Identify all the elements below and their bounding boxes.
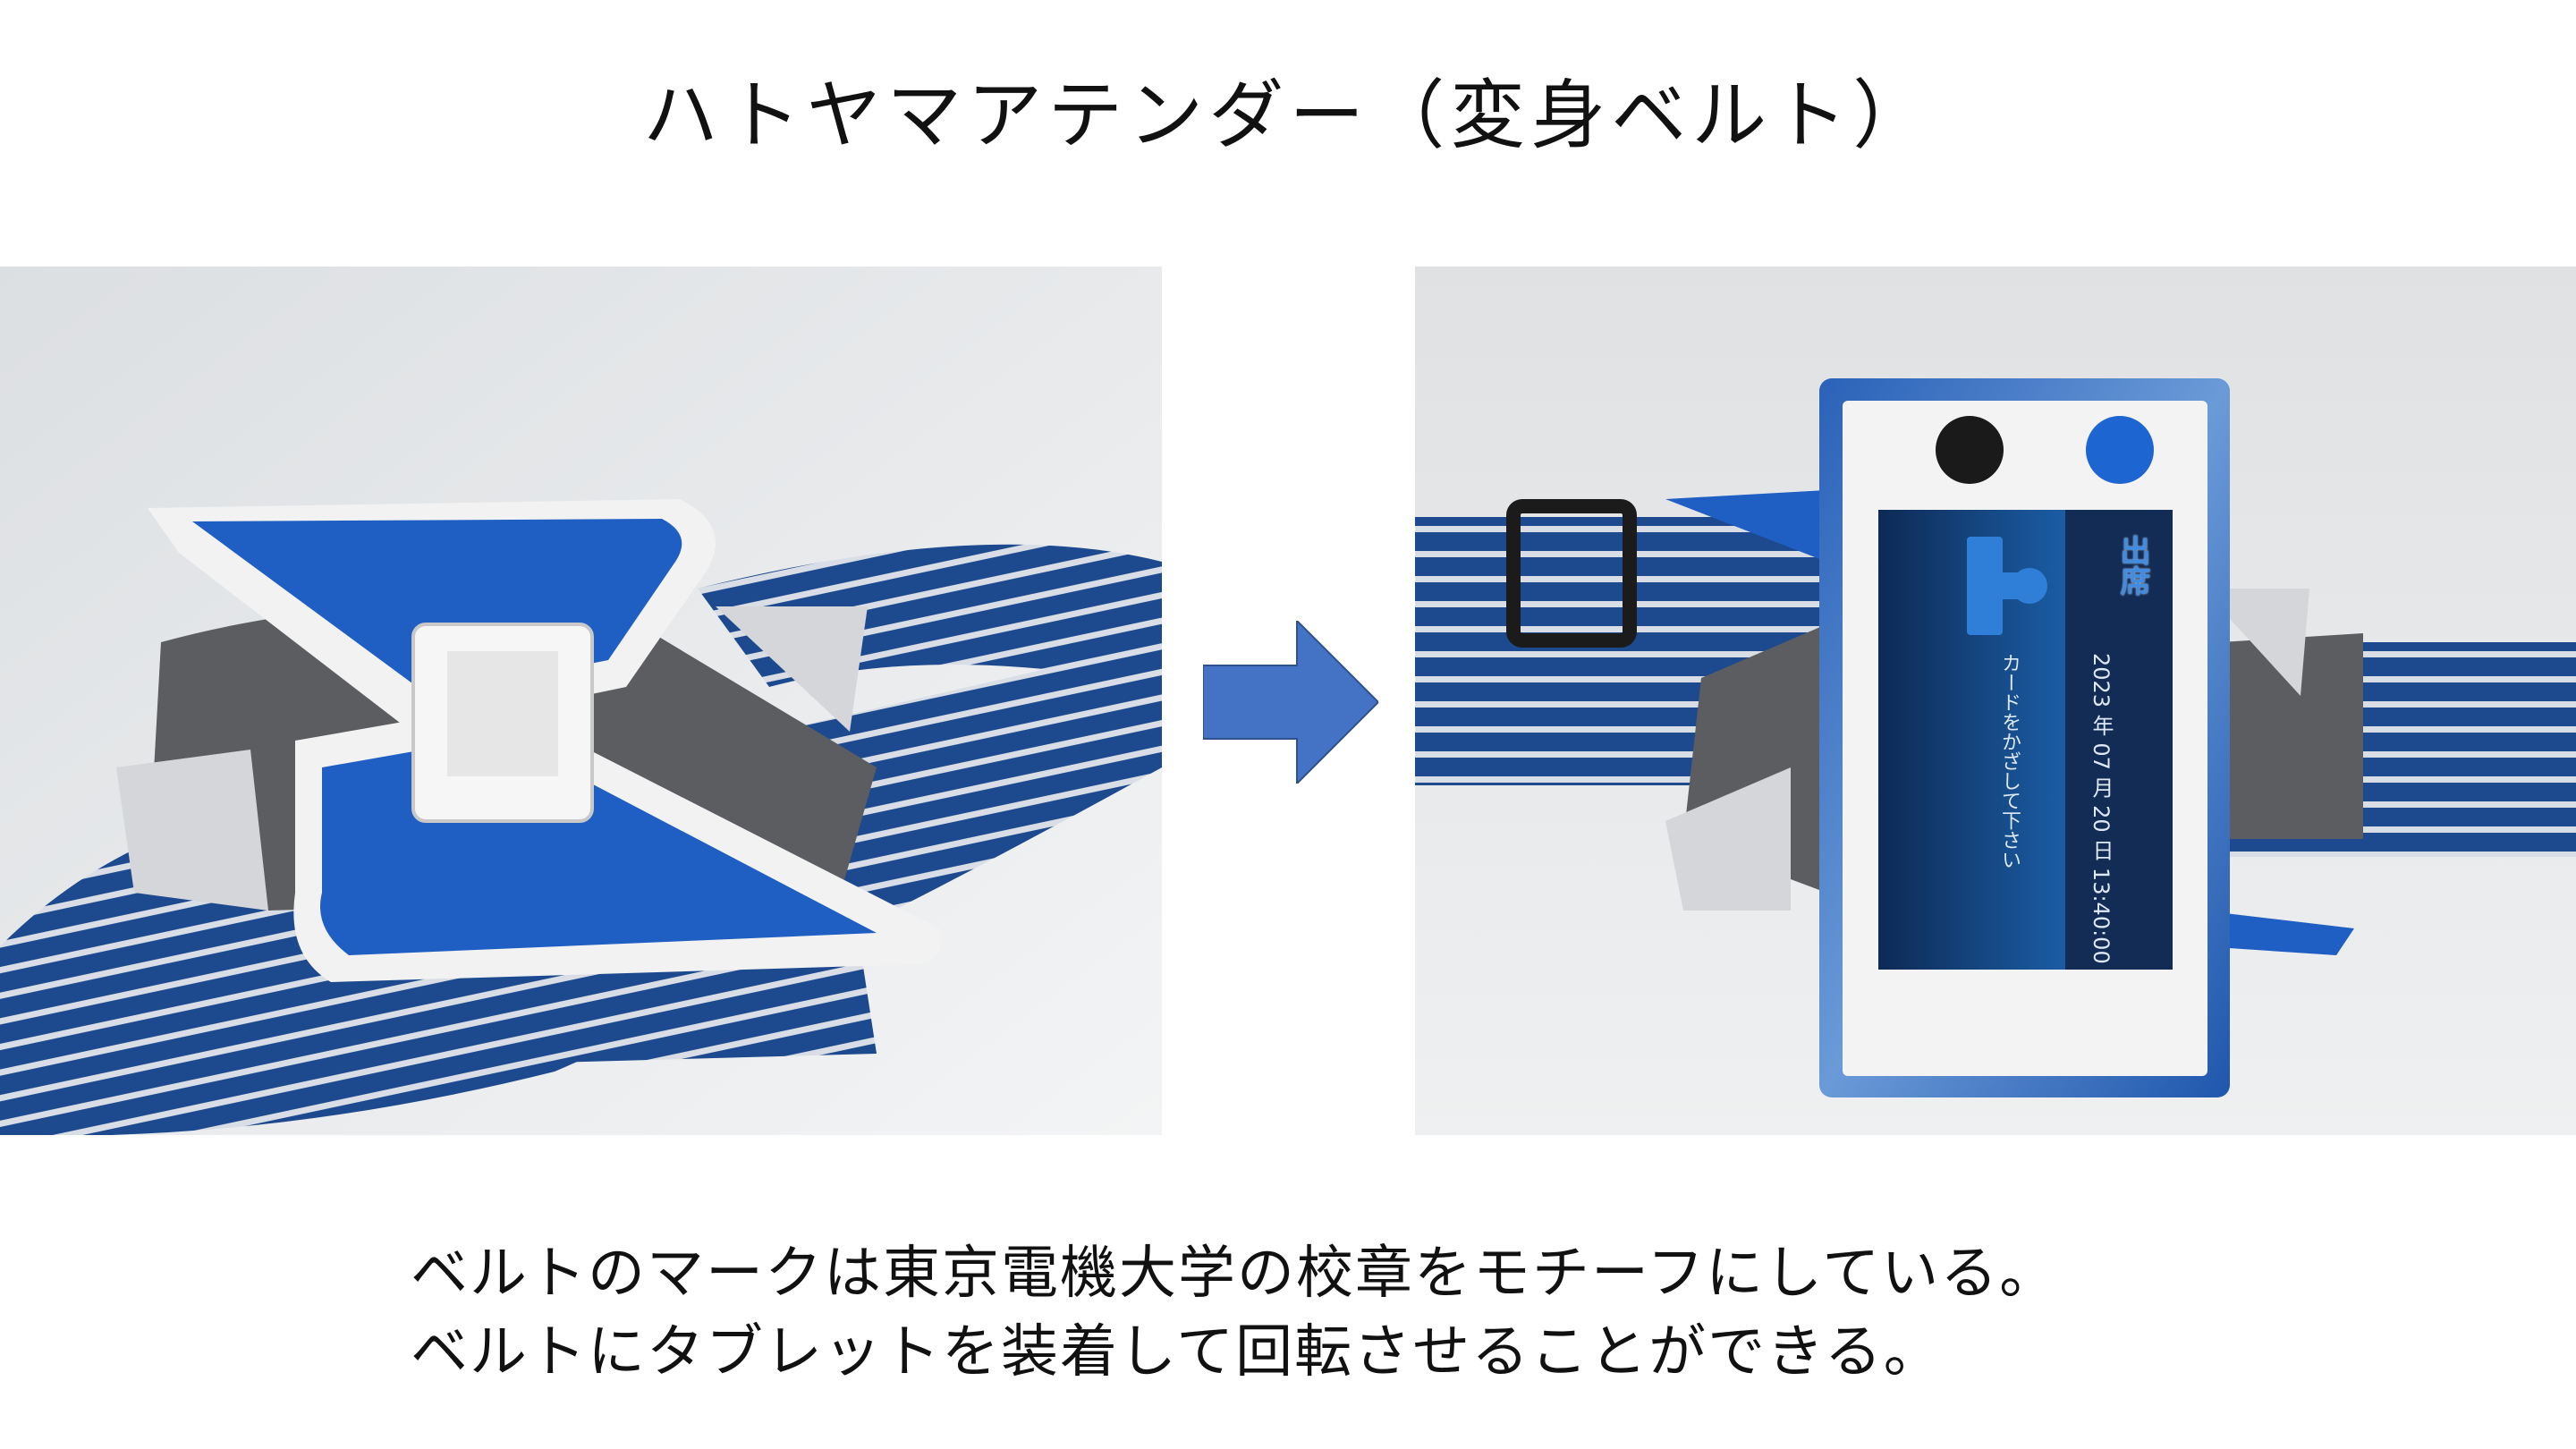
right-arrow-icon [1202, 618, 1380, 786]
photo-belt-closed [0, 267, 1162, 1135]
card-prompt: カードをかざして下さい [1998, 653, 2021, 869]
photo-belt-with-tablet: 出席 2023 年 07 月 20 日 13:40:00 カードをかざして下さい [1415, 267, 2576, 1135]
tablet-screen: 出席 2023 年 07 月 20 日 13:40:00 カードをかざして下さい [1878, 510, 2173, 970]
slide-caption: ベルトのマークは東京電機大学の校章をモチーフにしている。 ベルトにタブレットを装… [411, 1234, 2058, 1392]
caption-line: ベルトのマークは東京電機大学の校章をモチーフにしている。 [411, 1241, 2059, 1307]
caption-line: ベルトにタブレットを装着して回転させることができる。 [411, 1319, 1943, 1385]
stamp-icon [1967, 537, 2047, 635]
slide-title: ハトヤマアテンダー（変身ベルト） [642, 72, 1934, 159]
datetime-readout: 2023 年 07 月 20 日 13:40:00 [2089, 653, 2114, 964]
attendance-heading: 出席 [2114, 535, 2150, 596]
